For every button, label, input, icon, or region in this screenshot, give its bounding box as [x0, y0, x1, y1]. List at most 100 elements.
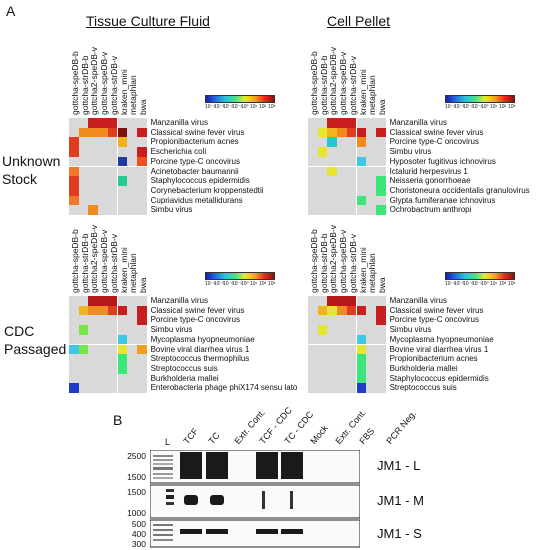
heatmap-cell	[356, 127, 367, 138]
heatmap-cell	[317, 296, 328, 306]
colorbar-tick-label: 10³	[268, 281, 276, 287]
taxon-label: Mycoplasma hyopneumoniae	[389, 334, 494, 344]
marker-400: 400	[131, 529, 146, 539]
heatmap-cell	[327, 147, 338, 157]
heatmap-cell	[375, 344, 386, 355]
colorbar	[205, 95, 275, 103]
method-label: gottcha-strDB-v	[347, 55, 358, 115]
taxon-label: Streptococcus suis	[150, 363, 218, 373]
heatmap-cell	[136, 383, 147, 393]
taxon-label: Burkholderia mallei	[389, 363, 458, 373]
heatmap-cell	[117, 363, 128, 374]
heatmap-cell	[375, 137, 386, 148]
taxon-label: Ochrobactrum anthropi	[389, 205, 472, 215]
taxon-label: Hyposoter fugitivus ichnovirus	[389, 156, 496, 166]
gel-jm1-s	[150, 519, 360, 548]
heatmap-cell	[78, 325, 89, 335]
colorbar-tick-label: 10⁻⁴	[445, 104, 456, 110]
heatmap-cell	[375, 195, 386, 206]
heatmap-cell	[356, 195, 367, 206]
heatmap-cell	[107, 373, 118, 384]
heatmap-cell	[117, 118, 128, 128]
heatmap-cell	[317, 127, 328, 138]
heatmap-cell	[98, 363, 108, 374]
heatmap-cell	[366, 176, 376, 186]
heatmap-cell	[317, 383, 328, 393]
heatmap-cell	[117, 334, 128, 345]
heatmap-cell	[136, 325, 147, 335]
heatmap-cell	[317, 166, 328, 177]
heatmap-cell	[356, 315, 367, 326]
heatmap-cell	[117, 354, 128, 364]
heatmap-cell	[136, 373, 147, 384]
heatmap-cell	[308, 118, 318, 128]
heatmap-cell	[127, 344, 137, 355]
col-title-cp: Cell Pellet	[327, 13, 391, 29]
heatmap-cell	[356, 334, 367, 345]
heatmap-cell	[88, 137, 99, 148]
taxon-label: Streptococcus suis	[389, 383, 457, 393]
heatmap-cell	[327, 176, 338, 186]
marker-2500: 2500	[127, 451, 146, 461]
heatmap-cell	[78, 185, 89, 196]
heatmap-cell	[337, 205, 347, 215]
heatmap-cell	[327, 118, 338, 128]
row-label-line: Unknown	[2, 153, 61, 169]
heatmap-cell	[346, 137, 357, 148]
heatmap-cell	[127, 195, 137, 206]
heatmap-cell	[308, 137, 318, 148]
heatmap-cell	[346, 334, 357, 345]
heatmap-cell	[78, 137, 89, 148]
heatmap-cell	[98, 127, 108, 138]
heatmap-cell	[327, 344, 338, 355]
heatmap-cell	[327, 127, 338, 138]
colorbar-tick-label: 10¹	[250, 104, 258, 110]
heatmap-cell	[346, 305, 357, 316]
heatmap-cell	[308, 334, 318, 345]
heatmap-cell	[346, 147, 357, 157]
heatmap-cell	[317, 305, 328, 316]
heatmap-cell	[78, 344, 89, 355]
heatmap-cell	[308, 166, 318, 177]
heatmap-cell	[366, 315, 376, 326]
row-label-line: CDC	[4, 323, 35, 339]
heatmap-cell	[317, 205, 328, 215]
heatmap-cell	[98, 118, 108, 128]
taxon-label: Porcine type-C oncovirus	[150, 156, 240, 166]
colorbar-tick-label: 10²	[259, 104, 267, 110]
heatmap-cell	[69, 363, 79, 374]
marker-500: 500	[131, 519, 146, 529]
taxon-label: Streptococcus thermophilus	[150, 354, 250, 364]
lane-label: FBS	[357, 426, 377, 446]
taxon-label: Classical swine fever virus	[389, 305, 484, 315]
gel-images	[150, 450, 360, 548]
heatmap-cell	[88, 305, 99, 316]
heatmap-cell	[107, 334, 118, 345]
marker-1500: 1500	[127, 472, 146, 482]
heatmap-cell	[308, 195, 318, 206]
taxon-label: Acinetobacter baumannii	[150, 166, 239, 176]
method-label: bwa	[376, 99, 387, 115]
heatmap-cell	[317, 344, 328, 355]
heatmap-cell	[88, 185, 99, 196]
heatmap-cell	[107, 344, 118, 355]
heatmap-cell	[127, 156, 137, 167]
heatmap-cell	[69, 334, 79, 345]
heatmap-cell	[346, 205, 357, 215]
heatmap-cell	[78, 118, 89, 128]
heatmap-cell	[375, 305, 386, 316]
heatmap-cell	[356, 176, 367, 186]
heatmap-cell	[127, 118, 137, 128]
colorbar-tick-label: 10⁻³	[214, 104, 224, 110]
method-label: gottcha-speDB-b	[70, 229, 80, 293]
taxon-label: Choristoneura occidentalis granulovirus	[389, 185, 530, 195]
heatmap-cell	[88, 334, 99, 345]
taxon-label: Manzanilla virus	[150, 296, 208, 305]
taxon-label: Simbu virus	[389, 325, 432, 335]
heatmap-cell	[375, 315, 386, 326]
heatmap-cell	[127, 305, 137, 316]
method-label: gottcha-strDB-v	[108, 233, 119, 293]
method-label: gottcha-speDB-v	[338, 51, 349, 115]
taxon-label: Porcine type-C oncovirus	[150, 315, 240, 325]
heatmap-cell	[78, 383, 89, 393]
